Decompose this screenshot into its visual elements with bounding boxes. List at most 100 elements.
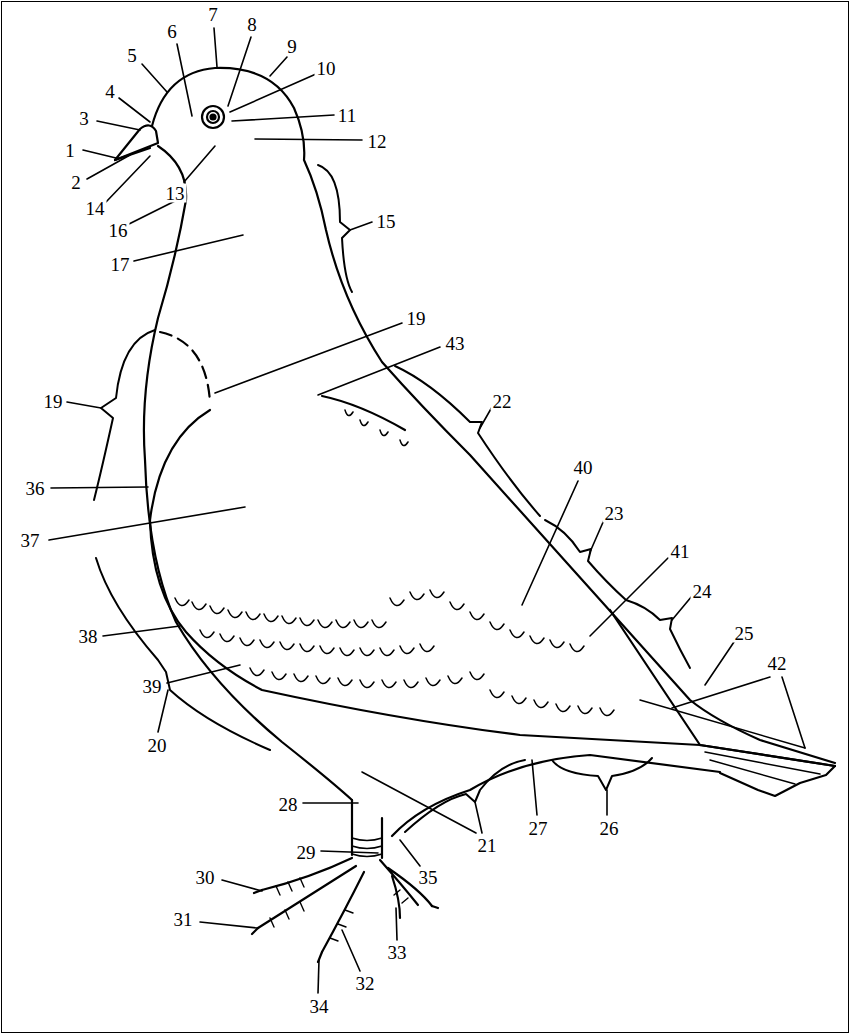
callout-number: 1 (63, 141, 77, 160)
claws (252, 890, 438, 962)
leader-line (214, 28, 217, 67)
callout-number: 12 (366, 132, 389, 151)
beak-gape (115, 148, 150, 160)
callout-number: 28 (277, 795, 300, 814)
callout-number: 34 (308, 997, 331, 1016)
region-bracket (545, 520, 626, 600)
callout-number: 25 (733, 624, 756, 643)
callout-number: 17 (109, 255, 132, 274)
callout-number: 10 (315, 59, 338, 78)
leader-line (362, 772, 482, 833)
callout-number: 36 (24, 479, 47, 498)
callout-number: 27 (527, 819, 550, 838)
region-bracket (552, 758, 652, 790)
callout-number: 5 (125, 46, 139, 65)
leader-line (400, 840, 420, 866)
region-bracket (94, 330, 155, 500)
callout-number: 13 (164, 184, 187, 203)
leader-line (167, 665, 240, 683)
leader-line (51, 487, 148, 488)
head-outline (152, 68, 835, 763)
leader-line (672, 677, 805, 748)
leader-line (606, 790, 608, 815)
region-bracket (395, 366, 540, 516)
callout-number: 31 (172, 910, 195, 929)
leader-line (342, 930, 360, 971)
callout-number: 33 (386, 943, 409, 962)
callout-number: 26 (598, 819, 621, 838)
leader-line (230, 74, 316, 112)
callout-number: 19 (42, 392, 65, 411)
leader-line (321, 851, 378, 853)
callout-number: 37 (19, 531, 42, 550)
callout-number: 6 (165, 22, 179, 41)
callout-number: 23 (603, 504, 626, 523)
leader-line (83, 150, 116, 158)
leader-line (522, 481, 578, 605)
leader-line (142, 64, 167, 92)
leader-line (184, 146, 215, 182)
leader-line (303, 802, 358, 804)
callout-number: 8 (245, 15, 259, 34)
leader-line (318, 960, 319, 993)
region-bracket (96, 558, 270, 750)
wing-top (322, 396, 700, 745)
leader-line (200, 922, 257, 928)
eye-ring (202, 106, 224, 128)
callout-number: 20 (146, 736, 169, 755)
callout-number: 14 (84, 199, 107, 218)
callout-number: 40 (572, 458, 595, 477)
callout-number: 32 (354, 974, 377, 993)
callout-number: 2 (69, 173, 83, 192)
callout-number: 35 (417, 868, 440, 887)
leader-line (228, 37, 251, 106)
callout-number: 7 (206, 5, 220, 24)
leader-line (672, 596, 692, 620)
eye (207, 111, 219, 123)
leader-line (350, 222, 372, 230)
leader-line (106, 156, 150, 202)
wing-outline (150, 410, 835, 766)
callout-number: 38 (77, 627, 100, 646)
beak (115, 125, 158, 160)
callout-number: 39 (141, 677, 164, 696)
leader-line (103, 626, 180, 636)
leader-line (97, 121, 140, 130)
tail (700, 745, 835, 796)
shoulder-line (160, 332, 210, 402)
region-bracket (318, 165, 352, 292)
callout-number: 22 (491, 392, 514, 411)
leader-line (158, 690, 168, 732)
leader-line (705, 642, 734, 685)
leader-line (67, 402, 101, 408)
callout-number: 41 (669, 542, 692, 561)
callout-number: 3 (77, 109, 91, 128)
leader-line (215, 323, 402, 393)
leg (352, 800, 382, 858)
leader-line (222, 880, 262, 891)
leader-line (318, 347, 440, 395)
undertail (392, 755, 720, 836)
callout-number: 15 (375, 212, 398, 231)
toe-scales (270, 878, 408, 941)
callout-number: 4 (103, 82, 117, 101)
region-bracket (405, 760, 525, 832)
leader-line (270, 57, 287, 76)
leader-line (119, 98, 150, 122)
callout-number: 30 (194, 868, 217, 887)
leader-line (177, 44, 192, 116)
pupil (211, 115, 216, 120)
leader-line (590, 558, 668, 636)
leader-line (590, 520, 604, 552)
callout-number: 21 (476, 836, 499, 855)
leader-line (134, 235, 243, 261)
leader-line (532, 760, 537, 815)
leader-line (396, 908, 397, 940)
leader-line (232, 115, 334, 121)
wing-feathers (175, 410, 614, 716)
callout-number: 43 (444, 334, 467, 353)
callout-number: 11 (336, 106, 358, 125)
callout-number: 9 (285, 37, 299, 56)
leader-line (49, 507, 245, 540)
